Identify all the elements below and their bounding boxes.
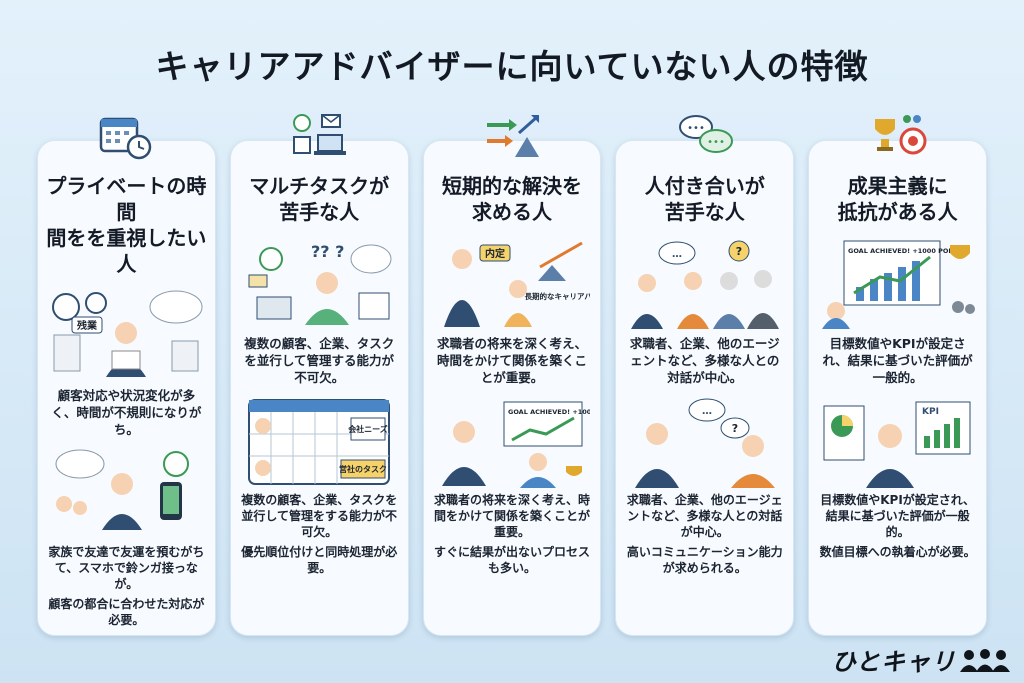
conversation-illustration: … ? <box>630 240 779 329</box>
card-text-1: 求職者、企業、他のエージェントなど、多様な人との対話が中心。 <box>629 336 780 385</box>
brand-logo: ひとキャリ <box>832 642 1010 677</box>
card-title: プライベートの時間 間をを重視したい人 <box>46 174 207 276</box>
logo-text: ひとキャリ <box>831 648 956 676</box>
card-text-2: 目標数値やKPIが設定され、結果に基づいた評価が一般的。 <box>820 493 975 539</box>
cards-row: プライベートの時間 間をを重視したい人 残業 顧客対応や状況変化が多く、時間が不… <box>37 114 987 636</box>
kpi-chart-illustration: GOAL ACHIEVED! +1000 POINTS <box>821 240 975 329</box>
overtime-bubble-text: 残業 <box>77 319 98 332</box>
card-text-2: 求職者の将来を深く考え、時間をかけて関係を築くことが重要。 <box>433 493 590 539</box>
svg-text:営社のタスク: 営社のタスク <box>339 464 387 474</box>
goal-illustration: GOAL ACHIEVED! +1000 POINTS <box>441 401 590 488</box>
card-text-3: 優先順位付けと同時処理が必要。 <box>241 545 398 575</box>
calendar-clock-icon <box>100 117 152 160</box>
card-text-3: 顧客の都合に合わせた対応が必要。 <box>48 597 205 627</box>
multitask-illustration: ?? ? <box>248 242 392 325</box>
card-title: 成果主義に 抵抗がある人 <box>837 174 958 224</box>
dialogue-illustration: … ? <box>634 398 775 488</box>
card-title: 人付き合いが 苦手な人 <box>644 174 765 224</box>
svg-text:内定: 内定 <box>485 247 505 260</box>
card-title: マルチタスクが 苦手な人 <box>249 174 390 224</box>
card-text-1: 複数の顧客、企業、タスクを並行して管理する能力が不可欠。 <box>244 336 395 385</box>
svg-text:長期的なキャリアパス: 長期的なキャリアパス <box>525 291 590 301</box>
people-icon <box>960 648 1010 672</box>
card-text-2: 複数の顧客、企業、タスクを並行して管理をする能力が不可欠。 <box>241 493 398 539</box>
svg-text:…: … <box>672 249 682 260</box>
card-text-1: 求職者の将来を深く考え、時間をかけて関係を築くことが重要。 <box>436 336 587 385</box>
offer-illustration: 内定 長期的なキャリアパス <box>443 241 590 327</box>
card-social: ••• ••• 人付き合いが 苦手な人 … ? 求職者、企業、他のエージェントな… <box>615 115 795 636</box>
family-phone-illustration <box>55 449 190 530</box>
svg-text:?? ?: ?? ? <box>311 242 344 261</box>
card-text-2: 求職者、企業、他のエージェントなど、多様な人との対話が中心。 <box>626 493 783 539</box>
svg-text:会社ニーズ: 会社ニーズ <box>348 424 388 434</box>
card-text-3: 高いコミュニケーション能力が求められる。 <box>626 545 783 575</box>
svg-text:?: ? <box>736 245 742 258</box>
svg-text:KPI: KPI <box>922 407 939 417</box>
card-text-3: すぐに結果が出ないプロセスも多い。 <box>433 545 590 575</box>
card-private-time: プライベートの時間 間をを重視したい人 残業 顧客対応や状況変化が多く、時間が不… <box>37 117 216 636</box>
card-text-1: 顧客対応や状況変化が多く、時間が不規則になりがち。 <box>51 388 202 437</box>
svg-text:•••: ••• <box>707 137 725 148</box>
svg-text:GOAL ACHIEVED! +1000 POINTS: GOAL ACHIEVED! +1000 POINTS <box>848 247 966 255</box>
svg-text:…: … <box>702 406 712 417</box>
svg-text:GOAL ACHIEVED! +1000 POINTS: GOAL ACHIEVED! +1000 POINTS <box>508 408 590 416</box>
card-performance: 成果主義に 抵抗がある人 GOAL ACHIEVED! +1000 POINTS… <box>808 115 987 636</box>
svg-text:?: ? <box>732 422 738 435</box>
card-text-1: 目標数値やKPIが設定され、結果に基づいた評価が一般的。 <box>822 336 973 385</box>
chat-bubbles-icon: ••• ••• <box>678 115 733 153</box>
arrows-mountain-icon <box>486 115 539 157</box>
card-multitask: マルチタスクが 苦手な人 ?? ? 複数の顧客、企業、タスクを並行して管理する能… <box>229 114 409 636</box>
stressed-worker-illustration: KPI <box>823 401 971 488</box>
devices-icon <box>293 114 347 155</box>
page-title: キャリアアドバイザーに向いていない人の特徴 <box>155 47 869 86</box>
card-text-2: 家族で友達で友運を預むがちて、スマホで鈴ンガ接っなが。 <box>48 545 205 591</box>
card-title: 短期的な解決を 求める人 <box>441 174 582 224</box>
schedule-illustration: 会社ニーズ 営社のタスク <box>248 399 391 485</box>
svg-text:•••: ••• <box>687 123 705 134</box>
card-short-term: 短期的な解決を 求める人 内定 長期的なキャリアパス 求職者の将来を深く考え、時… <box>422 115 602 636</box>
overtime-illustration: 残業 <box>52 290 203 377</box>
card-text-3: 数値目標への執着心が必要。 <box>819 545 976 559</box>
trophy-target-icon <box>874 115 927 155</box>
